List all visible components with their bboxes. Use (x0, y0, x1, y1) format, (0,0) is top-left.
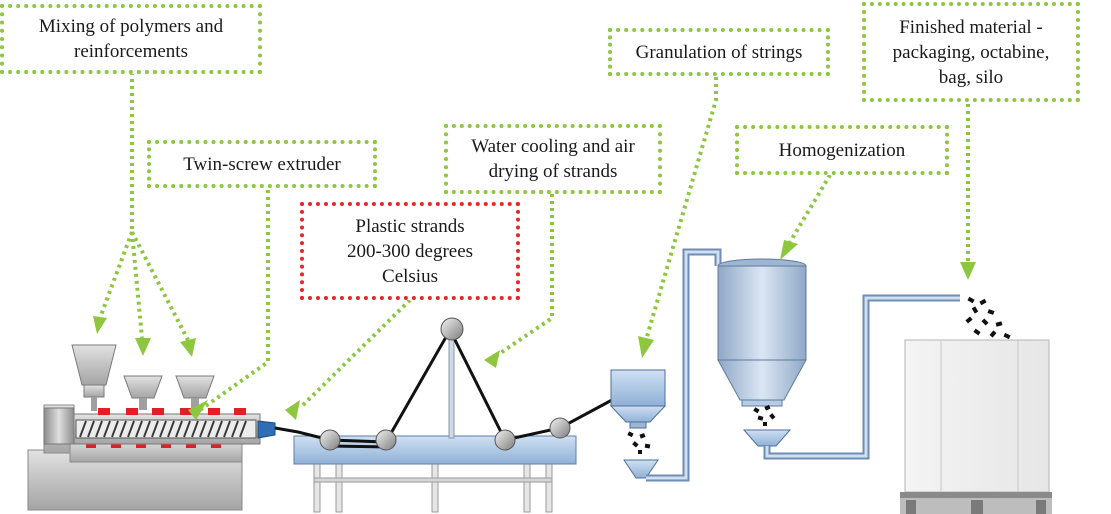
drying-tower-pole (448, 329, 455, 439)
feed-hopper-3 (175, 375, 215, 410)
label-extruder-line-1: Twin-screw extruder (183, 153, 341, 175)
roller (375, 429, 397, 451)
label-mixing-line-2: reinforcements (74, 41, 188, 62)
feed-hopper-1 (71, 344, 117, 411)
label-homogenization: Homogenization (735, 125, 949, 175)
conveying-pipe (646, 248, 722, 482)
label-mixing: Mixing of polymers and reinforcements (0, 4, 262, 74)
screw-flights (79, 420, 247, 438)
twin-screw-extruder (27, 344, 276, 511)
label-strands-line-1: Plastic strands (355, 215, 465, 237)
falling-granules (627, 431, 651, 454)
label-finished-line-3: bag, silo (938, 66, 1004, 88)
label-cooling: Water cooling and air drying of strands (444, 124, 662, 194)
label-strands-line-2: 200-300 degrees (346, 240, 474, 262)
conveyor-legs (313, 461, 553, 513)
label-strands-line-3: Celsius (382, 265, 438, 287)
extruder-gearbox (43, 407, 75, 445)
cooling-conveyor (274, 317, 613, 513)
homogenization-silo (717, 258, 807, 447)
arrowheads (93, 240, 976, 420)
falling-granules (965, 296, 1011, 340)
label-finished-material: Finished material - packaging, octabine,… (862, 2, 1080, 102)
label-granulation: Granulation of strings (608, 28, 830, 76)
lower-heater-bands (86, 442, 221, 448)
label-cooling-line-2: drying of strands (488, 161, 618, 182)
extruder-die (257, 420, 276, 439)
conveyor-crossbar (313, 477, 553, 483)
roller (549, 417, 571, 439)
roller (494, 429, 516, 451)
silo-outlet-funnel (742, 429, 792, 447)
callout-arrows (98, 72, 970, 412)
granulator-funnel (609, 405, 667, 423)
octabin-box (900, 296, 1052, 514)
label-extruder: Twin-screw extruder (147, 140, 377, 188)
pallet (900, 492, 1052, 498)
label-finished-line-2: packaging, octabine, (892, 41, 1050, 63)
label-finished-line-1: Finished material - (899, 16, 1043, 38)
roller (440, 317, 464, 341)
upper-heater-bands (98, 408, 246, 415)
label-granulation-line-1: Granulation of strings (635, 41, 803, 63)
label-homogenization-line-1: Homogenization (778, 139, 906, 161)
granulator (609, 369, 667, 479)
label-cooling-line-1: Water cooling and air (471, 136, 635, 157)
falling-granules (753, 404, 776, 426)
roller (319, 429, 341, 451)
feed-hopper-2 (123, 375, 163, 410)
granulator-head (610, 369, 666, 407)
label-mixing-line-1: Mixing of polymers and (38, 16, 224, 37)
label-plastic-strands: Plastic strands 200-300 degrees Celsius (300, 202, 520, 300)
